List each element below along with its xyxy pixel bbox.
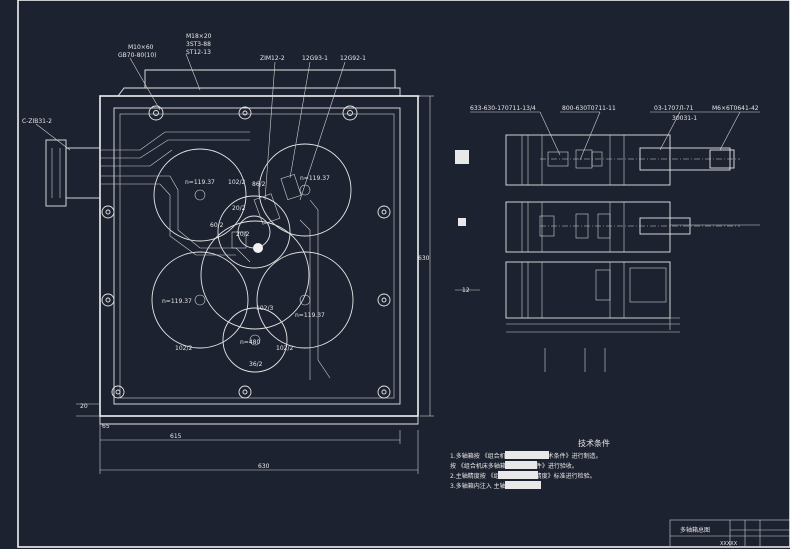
gear-speed-1: n=119.37 xyxy=(185,179,215,186)
dimensions-left xyxy=(76,95,434,474)
callout-m18c: ST12-13 xyxy=(186,49,211,56)
title-block xyxy=(669,519,790,548)
dim-630-w: 630 xyxy=(258,463,270,470)
gear-dia-9: 20/2 xyxy=(236,231,250,238)
gear-dia-4: 86/2 xyxy=(252,181,266,188)
tech-title: 技术条件 xyxy=(578,438,610,448)
title-code: XXXXX xyxy=(720,541,738,547)
gear-speed-3: n=119.37 xyxy=(162,298,192,305)
callout-part1: 12G93-1 xyxy=(302,55,328,62)
callout-c71: C-ZIB31-2 xyxy=(22,118,52,125)
callout-right-d: M6×6Т0641-42 xyxy=(712,105,759,112)
gear-dia-2: 60/2 xyxy=(210,222,224,229)
gear-dia-3: 20/2 xyxy=(232,205,246,212)
gear-dia-7: 36/2 xyxy=(249,361,263,368)
callout-zim: ZIM12-2 xyxy=(260,55,285,62)
callout-right-f: 12 xyxy=(462,287,470,294)
leaders-left xyxy=(35,53,346,201)
gear-dia-1: 102/2 xyxy=(228,179,245,186)
dim-20: 20 xyxy=(80,403,88,410)
callout-right-a: 633-630-170711-13/4 xyxy=(470,105,536,112)
gear-dia-5: 102/2 xyxy=(175,345,192,352)
gear-dia-6: 102/2 xyxy=(276,345,293,352)
gear-dia-8: 102/3 xyxy=(256,305,273,312)
gear-speed-5: n=480 xyxy=(240,339,260,346)
callout-right-e: 30031-1 xyxy=(672,115,697,122)
gear-speed-2: n=119.37 xyxy=(300,175,330,182)
callout-part2: 12G92-1 xyxy=(340,55,366,62)
callout-m18b: 3ST3-88 xyxy=(186,41,211,48)
callout-m18: M18×20 xyxy=(186,33,212,40)
callout-right-b: 800-630Т0711-11 xyxy=(562,105,616,112)
gear-speed-4: n=119.37 xyxy=(295,312,325,319)
callout-m10: M10×60 xyxy=(128,44,154,51)
dim-65: 65 xyxy=(102,423,110,430)
callout-right-c: 03-1707Л-71 xyxy=(654,105,694,112)
dim-615: 615 xyxy=(170,433,182,440)
tech-line-4: 3.多轴箱内注入 主轴转系统用油。 xyxy=(450,482,542,490)
callout-gb70: GB70-80(10) xyxy=(118,52,157,59)
redactions xyxy=(498,451,549,489)
front-view xyxy=(45,69,420,425)
section-views xyxy=(455,111,760,372)
dim-630-h: 630 xyxy=(418,255,430,262)
sheet-border xyxy=(17,0,790,548)
title-name: 多轴箱总图 xyxy=(680,526,710,534)
